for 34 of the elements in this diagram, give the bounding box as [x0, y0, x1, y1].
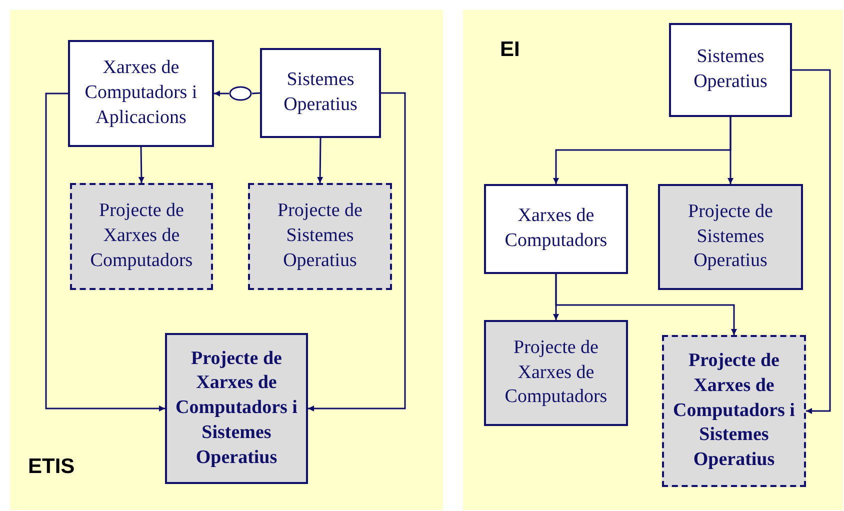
- project-box: [662, 335, 806, 487]
- box-text: Projecte de Sistemes Operatius: [276, 199, 364, 273]
- box-text: Projecte de Xarxes de Computadors i Sistemes Operatius: [672, 349, 796, 472]
- subject-box: [68, 40, 214, 147]
- arrow: [138, 146, 144, 184]
- panel-background: [463, 10, 843, 510]
- box-text: Xarxes de Computadors i Aplicacions: [84, 56, 198, 130]
- connector-line: [252, 92, 260, 94]
- box-text: Projecte de Xarxes de Computadors: [504, 336, 608, 410]
- arrow: [45, 92, 165, 412]
- arrow: [792, 69, 831, 414]
- connector-oval: [229, 86, 252, 101]
- project-box: [658, 184, 803, 290]
- arrow: [728, 117, 734, 184]
- panel-title: ETIS: [28, 455, 75, 479]
- arrow: [214, 90, 229, 96]
- arrow: [555, 274, 737, 335]
- box-text: Projecte de Xarxes de Computadors i Sistemes Operatius: [174, 346, 298, 470]
- subject-box: [484, 184, 628, 274]
- project-box: [70, 183, 213, 290]
- box-text: Sistemes Operatius: [282, 68, 358, 117]
- project-box: [165, 333, 308, 484]
- box-text: Sistemes Operatius: [692, 45, 768, 94]
- panel-background: [10, 10, 443, 510]
- box-text: Xarxes de Computadors: [504, 204, 608, 253]
- arrow: [308, 92, 406, 412]
- box-text: Projecte de Xarxes de Computadors: [89, 199, 194, 273]
- subject-box: [669, 23, 792, 117]
- project-box: [484, 320, 628, 426]
- arrow: [317, 138, 324, 183]
- panel-title: EI: [500, 38, 520, 62]
- project-box: [248, 183, 392, 290]
- box-text: Projecte de Sistemes Operatius: [687, 200, 774, 274]
- subject-box: [260, 48, 381, 138]
